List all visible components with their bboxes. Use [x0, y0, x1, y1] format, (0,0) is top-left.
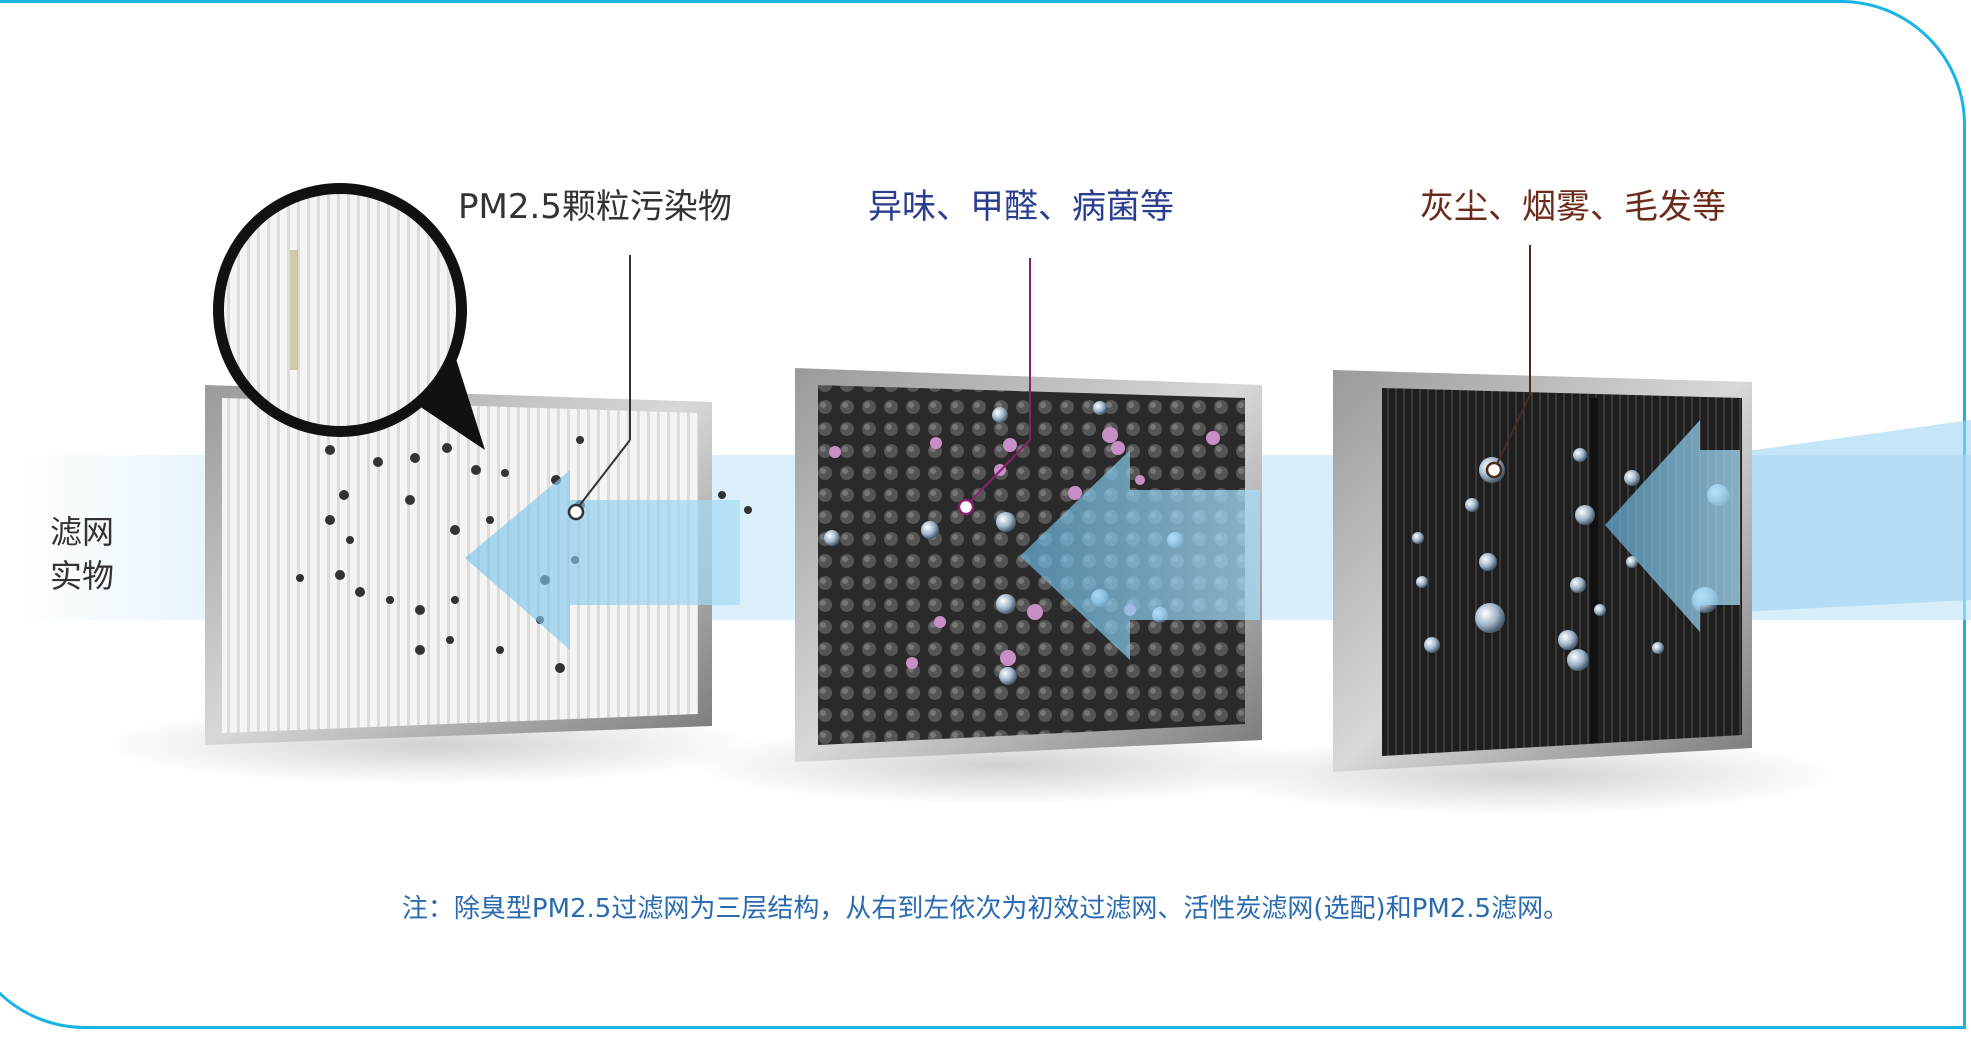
dust-label: 灰尘、烟雾、毛发等: [1420, 187, 1726, 227]
pm25-magnifier: [213, 183, 485, 450]
callout-odor: [957, 258, 1031, 516]
airflow-right-band: [1740, 420, 1971, 612]
callout-pm25: [567, 255, 631, 521]
flow-arrow-right: [1605, 420, 1740, 632]
flow-arrow-middle: [1020, 450, 1260, 660]
footnote: 注：除臭型PM2.5过滤网为三层结构，从右到左依次为初效过滤网、活性炭滤网(选配…: [401, 894, 1570, 924]
real-filter-label-line2: 实物: [50, 557, 115, 595]
real-filter-label-line1: 滤网: [50, 513, 115, 551]
odor-label: 异味、甲醛、病菌等: [868, 187, 1174, 227]
flow-arrow-left: [465, 470, 740, 650]
pm25-filter-panel: [205, 385, 712, 745]
pm25-label: PM2.5颗粒污染物: [458, 187, 732, 227]
pm25-particles: [296, 436, 752, 673]
callout-dust: [1485, 245, 1531, 479]
real-filter-label: 滤网 实物: [50, 510, 130, 598]
